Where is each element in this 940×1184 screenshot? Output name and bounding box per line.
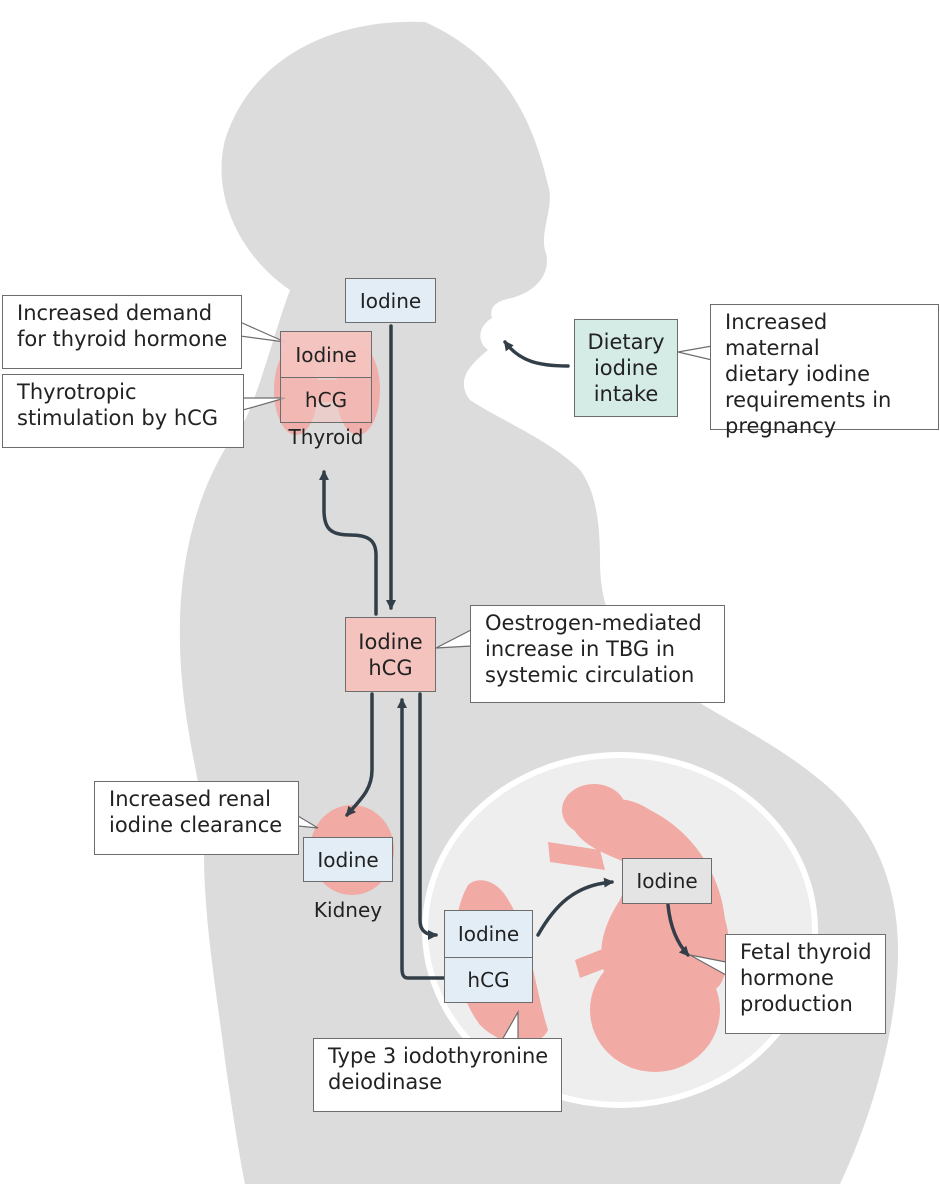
callout-thyrotropic: Thyrotropic stimulation by hCG — [2, 374, 244, 448]
thyroid-hcg-cell: hCG — [281, 377, 371, 422]
placenta-iodine-cell: Iodine — [445, 911, 532, 957]
thyroid-box: Iodine hCG — [280, 331, 372, 423]
placenta-box: Iodine hCG — [444, 910, 533, 1003]
arrow-dietary-to-mouth — [503, 340, 570, 368]
circulation-box: Iodine hCG — [345, 617, 436, 692]
callout-renal-clearance: Increased renal iodine clearance — [94, 781, 299, 855]
callout-deiodinase: Type 3 iodothyronine deiodinase — [313, 1038, 562, 1112]
callout-maternal-requirements: Increased maternal dietary iodine requir… — [710, 304, 939, 438]
arrow-placenta-to-circulation — [397, 698, 446, 980]
callout-oestrogen-tbg: Oestrogen-mediated increase in TBG in sy… — [470, 605, 725, 703]
callout-thyroid-demand: Increased demand for thyroid hormone — [2, 295, 242, 369]
arrow-placenta-to-fetus — [536, 877, 614, 937]
arrow-circulation-to-thyroid — [319, 470, 378, 616]
callout-fetal-production: Fetal thyroid hormone production — [725, 934, 886, 1034]
thyroid-iodine-cell: Iodine — [281, 332, 371, 377]
kidney-iodine-box: Iodine — [303, 837, 393, 882]
kidney-label: Kidney — [313, 898, 383, 922]
arrow-circulation-to-kidney — [345, 692, 374, 817]
placenta-hcg-cell: hCG — [445, 956, 532, 1002]
callout-pointers — [239, 321, 727, 1041]
fetal-iodine-box: Iodine — [622, 858, 712, 904]
arrow-fetal-iodine-to-thyroid — [666, 903, 690, 957]
pointer-maternal-requirements — [677, 345, 713, 361]
dietary-iodine-box: Dietary iodine intake — [574, 319, 678, 417]
top-iodine-box: Iodine — [345, 278, 436, 323]
arrows — [319, 324, 690, 980]
arrow-circulation-to-placenta — [418, 692, 438, 940]
thyroid-label: Thyroid — [288, 425, 364, 449]
